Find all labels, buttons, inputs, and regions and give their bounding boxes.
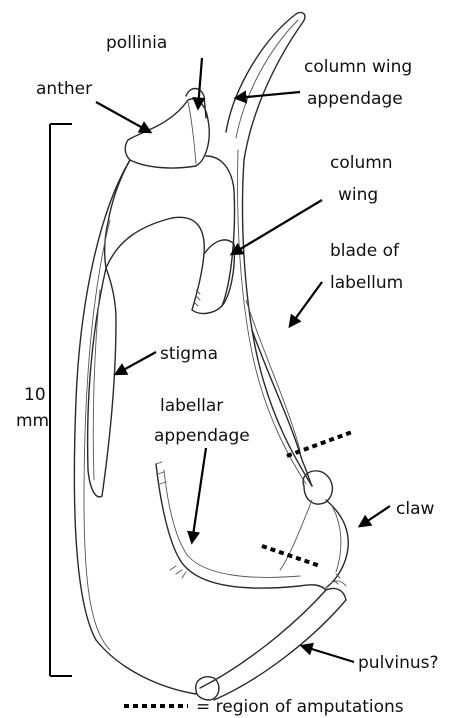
- label-pollinia: pollinia: [106, 33, 167, 53]
- arrow-claw: [360, 506, 390, 526]
- label-blade-1: blade of: [330, 241, 400, 261]
- column-shape: [105, 156, 235, 313]
- arrow-labellar-appendage: [192, 448, 206, 542]
- labellum-blade-shape: [252, 330, 312, 486]
- pulvinus-shape: [200, 588, 346, 700]
- arrow-pollinia: [198, 58, 202, 108]
- label-anther: anther: [36, 79, 92, 99]
- arrow-stigma: [116, 352, 156, 374]
- labellar-appendage-shape: [156, 464, 326, 590]
- arrow-blade: [290, 282, 322, 326]
- arrow-column-wing: [232, 200, 322, 254]
- label-column-wing-appendage-1: column wing: [304, 57, 412, 77]
- scale-bar-value: 10: [24, 385, 46, 405]
- label-stigma: stigma: [160, 344, 218, 364]
- label-blade-2: labellum: [330, 273, 403, 293]
- legend-text: = region of amputations: [196, 697, 404, 717]
- label-labellar-2: appendage: [154, 426, 250, 446]
- label-claw: claw: [396, 499, 434, 519]
- arrow-pulvinus: [302, 646, 354, 662]
- label-column-wing-1: column: [330, 153, 393, 173]
- scale-bar: [50, 124, 72, 676]
- label-column-wing-2: wing: [338, 185, 378, 205]
- arrow-column-wing-appendage: [236, 92, 300, 98]
- label-labellar-1: labellar: [160, 396, 223, 416]
- amputation-marker-lower: [262, 546, 320, 566]
- label-column-wing-appendage-2: appendage: [307, 89, 403, 109]
- arrow-anther: [96, 102, 150, 132]
- scale-bar-unit: mm: [16, 411, 49, 431]
- stigma-shape: [88, 268, 116, 497]
- label-pulvinus: pulvinus?: [358, 653, 439, 673]
- pollinia-shape: [186, 89, 206, 119]
- anther-shape: [125, 99, 209, 168]
